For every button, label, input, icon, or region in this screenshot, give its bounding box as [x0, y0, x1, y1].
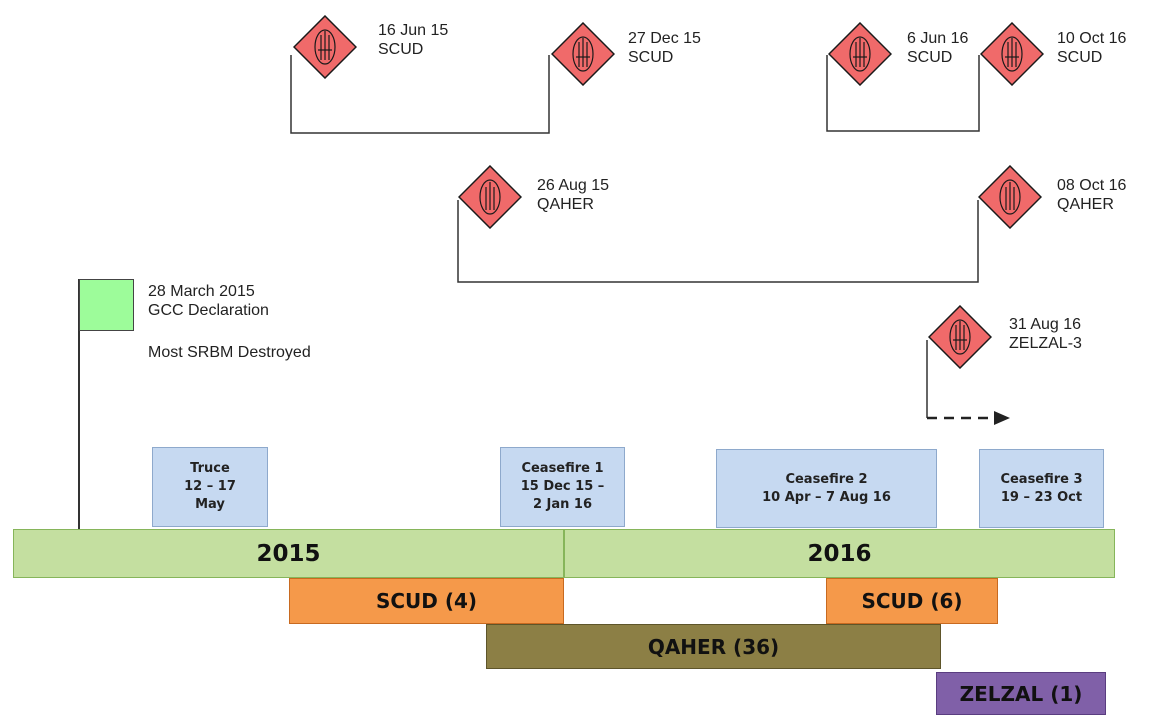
arrow-head-icon: [994, 411, 1010, 425]
ceasefire-2-dates: 10 Apr – 7 Aug 16: [762, 489, 891, 505]
ceasefire-1-start: 15 Dec 15 –: [520, 479, 605, 494]
scud-missile-icon: [828, 22, 892, 86]
launch-type: SCUD: [1057, 49, 1103, 66]
ceasefire-1-end: 2 Jan 16: [532, 497, 593, 512]
qaher-connector: [457, 200, 979, 283]
gcc-flag-icon: [79, 279, 134, 331]
launch-type: QAHER: [1057, 196, 1114, 213]
qaher-missile-icon: [458, 165, 522, 229]
qaher-bar: QAHER (36): [486, 624, 941, 669]
ceasefire-3-dates: 19 – 23 Oct: [1000, 489, 1083, 505]
launch-label-3: 6 Jun 16 SCUD: [907, 29, 968, 67]
ceasefire-3-box: Ceasefire 3 19 – 23 Oct: [979, 449, 1104, 528]
launch-label-4: 10 Oct 16 SCUD: [1057, 29, 1126, 67]
scud-missile-icon: [551, 22, 615, 86]
year-bar-2015: 2015: [13, 529, 564, 578]
launch-date: 10 Oct 16: [1057, 30, 1127, 47]
scud-missile-icon: [980, 22, 1044, 86]
launch-date: 6 Jun 16: [907, 30, 969, 47]
ceasefire-3-title: Ceasefire 3: [1000, 471, 1083, 487]
year-bar-2016: 2016: [564, 529, 1115, 578]
launch-date: 31 Aug 16: [1009, 316, 1082, 333]
ceasefire-1-box: Ceasefire 1 15 Dec 15 – 2 Jan 16: [500, 447, 625, 527]
flag-pole: [78, 279, 80, 529]
launch-label-6: 08 Oct 16 QAHER: [1057, 176, 1126, 214]
year-label: 2016: [807, 540, 872, 567]
year-label: 2015: [256, 540, 321, 567]
zelzal-missile-icon: [928, 305, 992, 369]
ceasefire-1-title: Ceasefire 1: [521, 461, 604, 476]
period-label: SCUD (4): [375, 589, 478, 613]
truce-title: Truce: [190, 461, 230, 476]
scud-2016-bar: SCUD (6): [826, 578, 998, 624]
truce-month: May: [195, 497, 225, 512]
launch-label-2: 27 Dec 15 SCUD: [628, 29, 701, 67]
truce-dates: 12 – 17: [184, 479, 236, 494]
launch-label-5: 26 Aug 15 QAHER: [537, 176, 609, 214]
period-label: SCUD (6): [861, 589, 963, 613]
launch-type: QAHER: [537, 196, 594, 213]
launch-date: 27 Dec 15: [628, 30, 701, 47]
declaration-date: 28 March 2015: [148, 283, 255, 300]
qaher-missile-icon: [978, 165, 1042, 229]
launch-type: SCUD: [378, 41, 424, 58]
launch-type: ZELZAL-3: [1009, 335, 1082, 352]
scud-missile-icon: [293, 15, 357, 79]
ceasefire-2-box: Ceasefire 2 10 Apr – 7 Aug 16: [716, 449, 937, 528]
launch-label-1: 16 Jun 15 SCUD: [378, 21, 448, 59]
launch-date: 16 Jun 15: [378, 22, 449, 39]
launch-date: 08 Oct 16: [1057, 177, 1127, 194]
declaration-note: Most SRBM Destroyed: [148, 344, 311, 361]
launch-type: SCUD: [907, 49, 953, 66]
launch-date: 26 Aug 15: [537, 177, 610, 194]
period-label: QAHER (36): [647, 634, 780, 659]
scud-2016-connector: [826, 55, 980, 132]
declaration-title: GCC Declaration: [148, 302, 269, 319]
scud-2015-bar: SCUD (4): [289, 578, 564, 624]
launch-label-7: 31 Aug 16 ZELZAL-3: [1009, 315, 1082, 353]
truce-box: Truce 12 – 17 May: [152, 447, 268, 527]
period-label: ZELZAL (1): [959, 681, 1083, 706]
zelzal-bar: ZELZAL (1): [936, 672, 1106, 715]
launch-type: SCUD: [628, 49, 674, 66]
declaration-label: 28 March 2015 GCC Declaration: [148, 282, 269, 320]
ceasefire-2-title: Ceasefire 2: [785, 471, 868, 487]
scud-2015-connector: [290, 55, 550, 134]
